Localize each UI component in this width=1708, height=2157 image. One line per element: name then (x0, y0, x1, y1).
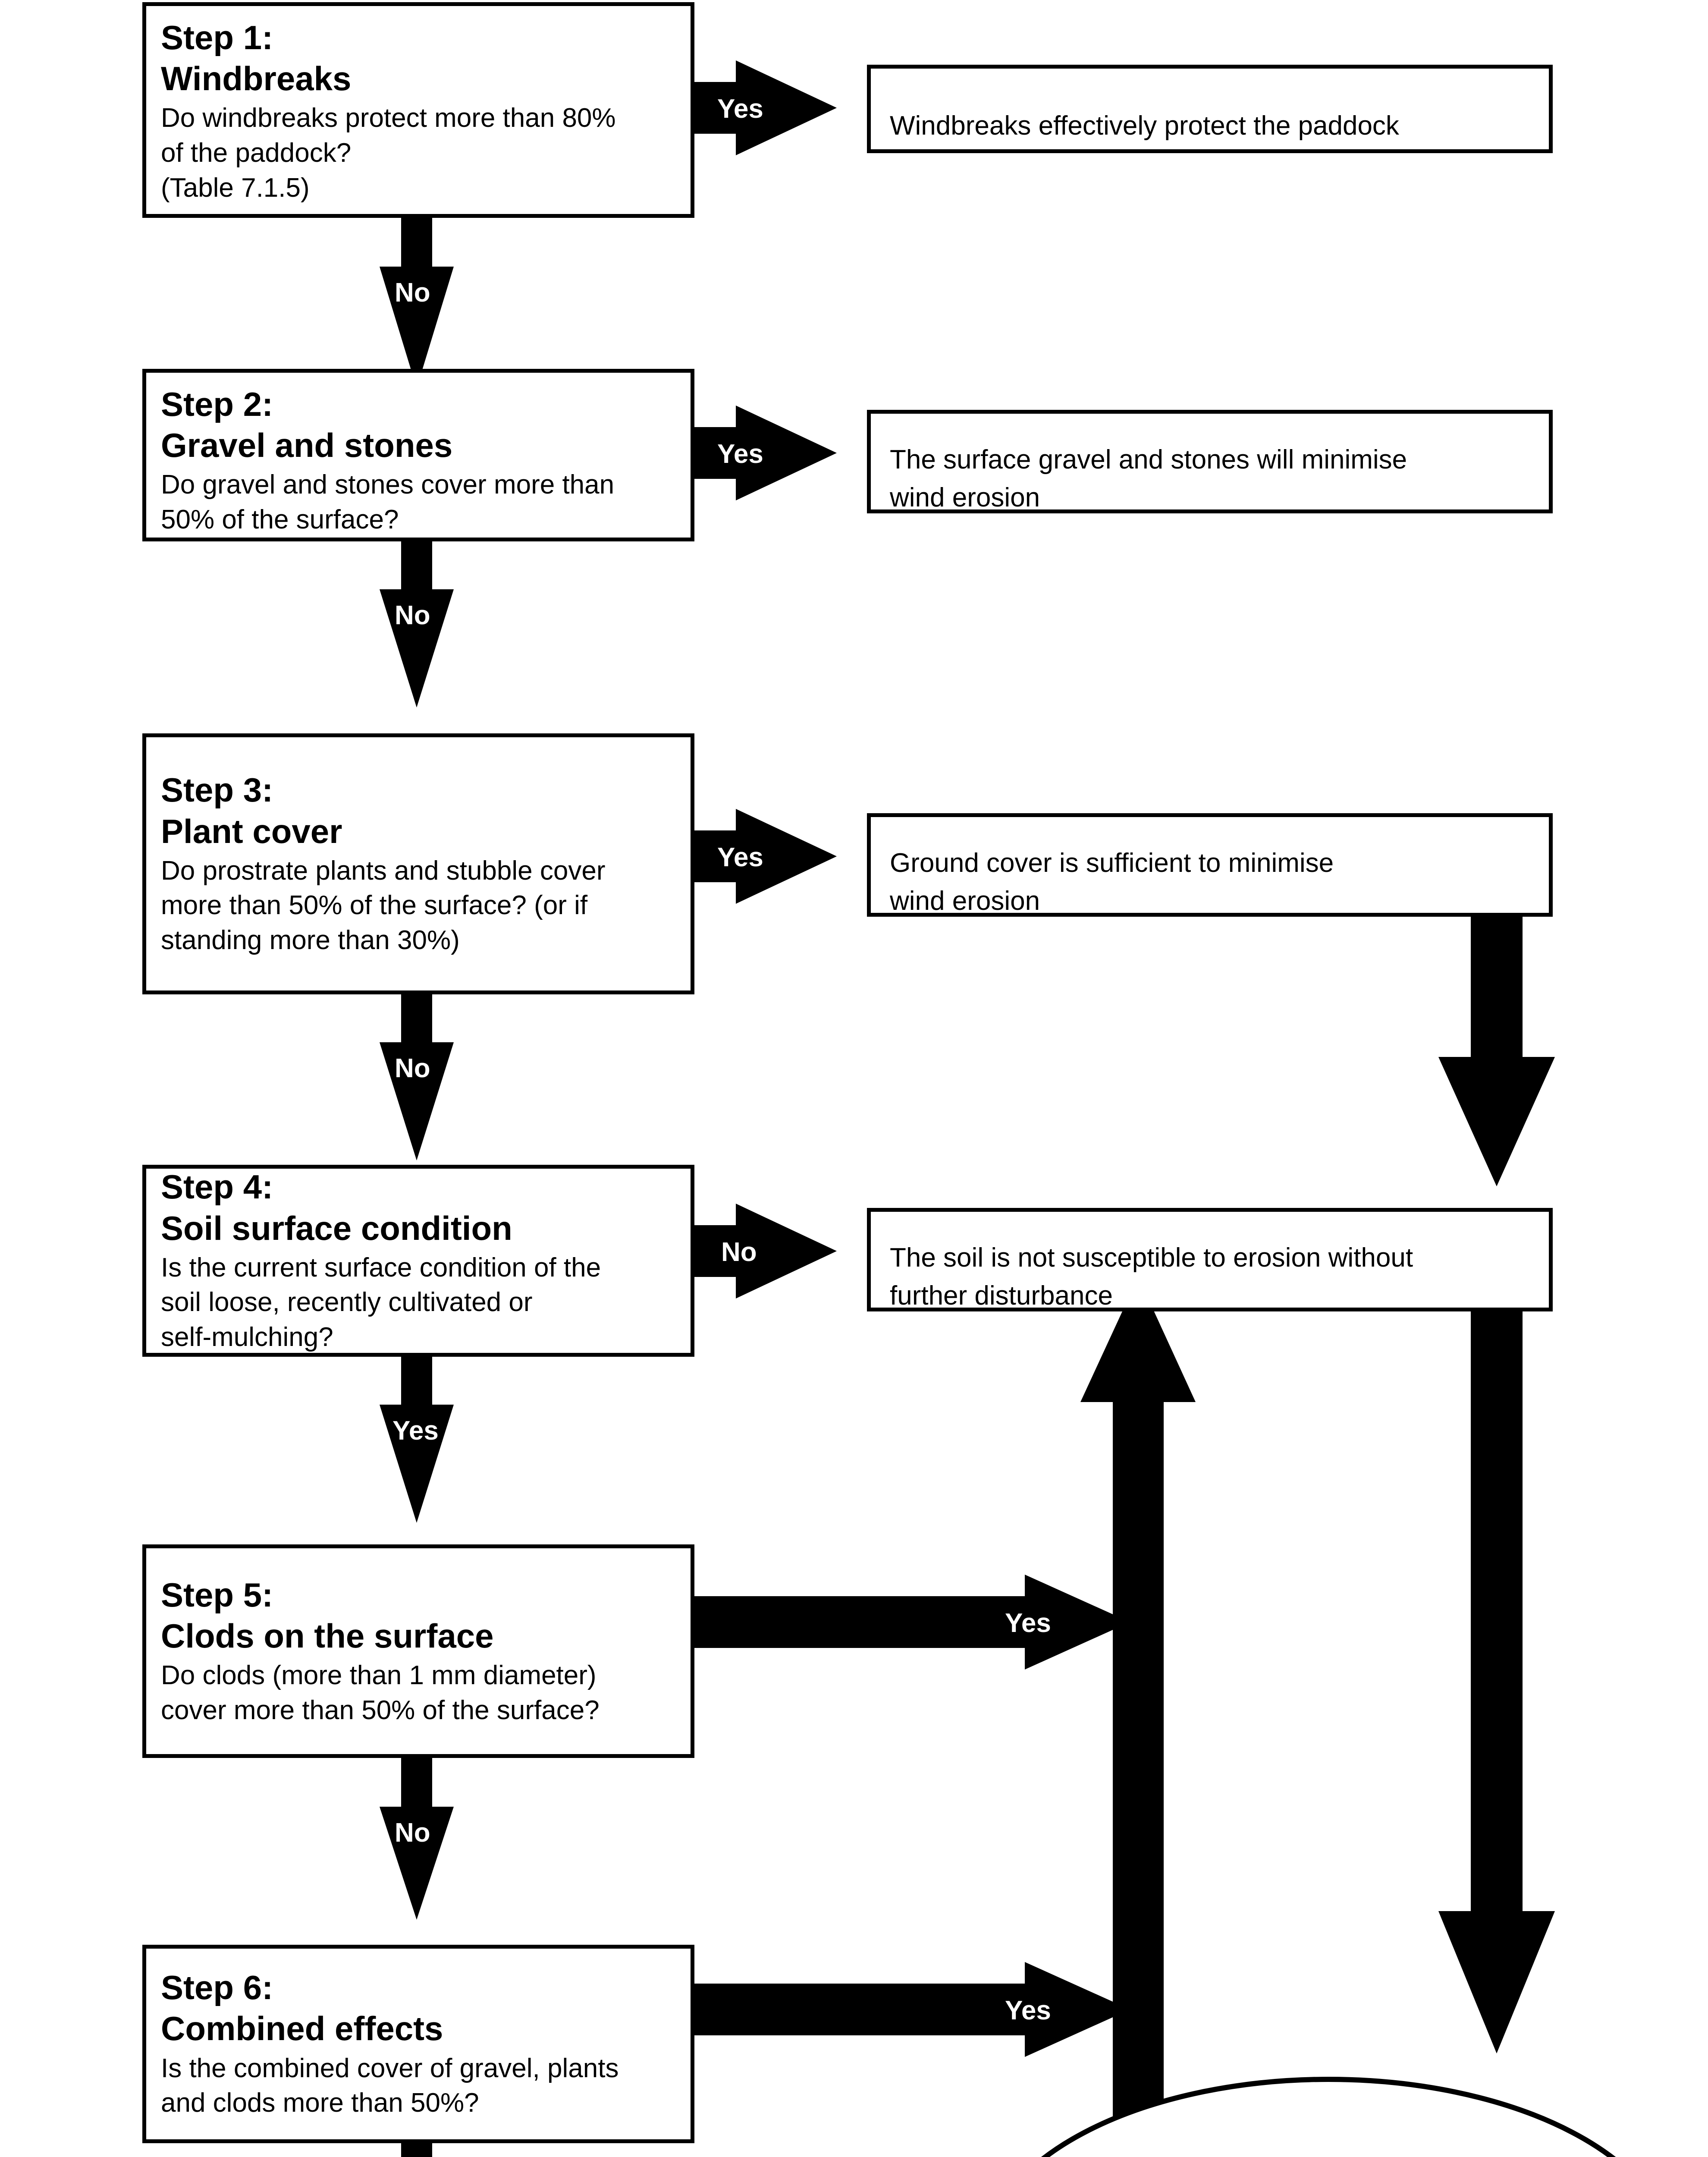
edge-step1-yes (688, 60, 837, 155)
edge-step2-no (380, 539, 454, 707)
edge-step6-yes (688, 1962, 1130, 2057)
step3-heading: Step 3: Plant cover (161, 771, 342, 850)
edge-label-step4-no: No (721, 1237, 757, 1267)
step-box-step2[interactable]: Step 2: Gravel and stones Do gravel and … (142, 369, 694, 541)
management-options-node[interactable]: Management options Monitor regularly (st… (983, 2079, 1673, 2157)
outcome-box-windbreaks[interactable]: Windbreaks effectively protect the paddo… (867, 65, 1553, 153)
step6-question: Is the combined cover of gravel, plants … (161, 2053, 619, 2118)
step5-heading: Step 5: Clods on the surface (161, 1575, 494, 1655)
edge-step4-yes (380, 1355, 454, 1523)
outcome2-text: The surface gravel and stones will minim… (890, 444, 1407, 513)
outcome1-text: Windbreaks effectively protect the paddo… (890, 111, 1399, 141)
edge-label-step4-yes: Yes (392, 1416, 439, 1446)
step6-heading: Step 6: Combined effects (161, 1968, 443, 2048)
edge-step5-no (380, 1757, 454, 1920)
edge-label-step2-yes: Yes (717, 439, 763, 469)
step-box-step3[interactable]: Step 3: Plant cover Do prostrate plants … (142, 733, 694, 994)
step2-heading: Step 2: Gravel and stones (161, 385, 453, 465)
step2-question: Do gravel and stones cover more than 50%… (161, 470, 615, 535)
edge-step3-no (380, 992, 454, 1160)
step-box-step6[interactable]: Step 6: Combined effects Is the combined… (142, 1945, 694, 2143)
edge-label-step3-no: No (395, 1053, 430, 1083)
edge-step5-yes (688, 1575, 1130, 1670)
edge-label-step6-yes: Yes (1005, 1996, 1051, 2025)
step1-question: Do windbreaks protect more than 80% of t… (161, 103, 616, 203)
outcome-box-plantcover[interactable]: Ground cover is sufficient to minimise w… (867, 813, 1553, 917)
edge-outcome3-to-management (1438, 915, 1555, 2053)
outcome-box-gravel[interactable]: The surface gravel and stones will minim… (867, 410, 1553, 513)
management-ellipse-outline (1041, 2077, 1616, 2157)
edge-label-step5-no: No (395, 1818, 430, 1848)
outcome3-text: Ground cover is sufficient to minimise w… (890, 848, 1334, 916)
edge-label-step2-no: No (395, 601, 430, 630)
edge-step6-no (401, 2142, 432, 2157)
edge-label-step1-no: No (395, 278, 430, 308)
step-box-step4[interactable]: Step 4: Soil surface condition Is the cu… (142, 1165, 694, 1357)
edge-label-step1-yes: Yes (717, 94, 763, 124)
step-box-step1[interactable]: Step 1: Windbreaks Do windbreaks protect… (142, 2, 694, 218)
edge-step3-yes (688, 809, 837, 904)
edge-yes-rail-up (1080, 1277, 1196, 2157)
edge-label-step3-yes: Yes (717, 843, 763, 872)
step1-heading: Step 1: Windbreaks (161, 19, 352, 98)
outcome-box-soil-condition[interactable]: The soil is not susceptible to erosion w… (867, 1208, 1553, 1311)
edge-step1-no (380, 216, 454, 388)
edge-step4-no (688, 1204, 837, 1299)
outcome4-text: The soil is not susceptible to erosion w… (890, 1242, 1413, 1311)
step3-question: Do prostrate plants and stubble cover mo… (161, 855, 606, 955)
edge-step2-yes (688, 406, 837, 500)
step-box-step5[interactable]: Step 5: Clods on the surface Do clods (m… (142, 1544, 694, 1758)
step4-question: Is the current surface condition of the … (161, 1252, 601, 1352)
step5-question: Do clods (more than 1 mm diameter) cover… (161, 1660, 600, 1725)
edge-label-step5-yes: Yes (1005, 1608, 1051, 1638)
step4-heading: Step 4: Soil surface condition (161, 1168, 512, 1247)
